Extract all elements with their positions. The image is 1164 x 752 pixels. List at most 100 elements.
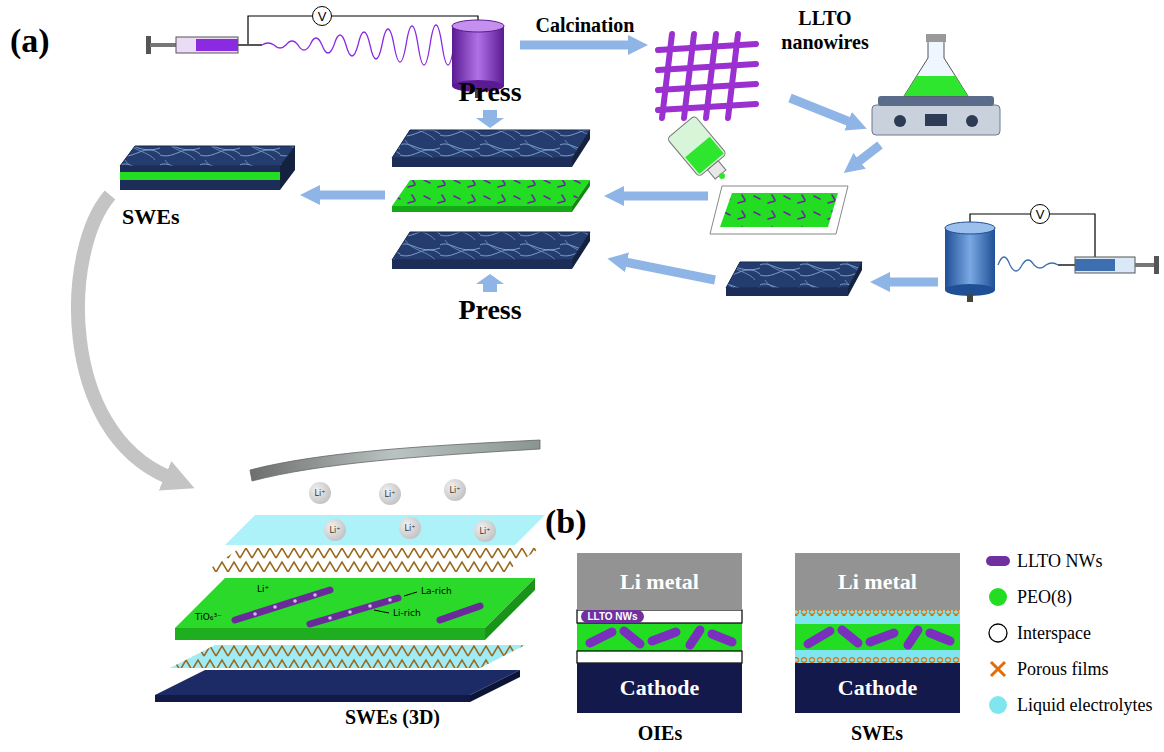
process-arrow xyxy=(520,41,630,50)
oie-panel xyxy=(577,610,742,663)
swe-panel xyxy=(808,631,830,644)
lithium-ion: Li⁺ xyxy=(444,479,466,501)
legend-row: PEO(8) xyxy=(985,579,1152,615)
legend-row: Interspace xyxy=(985,615,1152,651)
nanowire-grid xyxy=(658,64,756,70)
legend-swatch xyxy=(985,550,1011,572)
exploded-view xyxy=(250,440,540,481)
legend-text: Porous films xyxy=(1017,659,1109,680)
electrospinning-setup xyxy=(1075,257,1135,273)
nanowire-grid xyxy=(658,104,756,110)
nanowire-grid xyxy=(658,84,756,90)
region-label: Li-rich xyxy=(392,608,422,618)
node-text: Cathode xyxy=(838,675,917,701)
exploded-view xyxy=(485,578,535,640)
voltmeter-circle: V xyxy=(1030,204,1050,224)
electrospinning-setup xyxy=(150,43,176,47)
press-stack xyxy=(392,130,590,158)
legend-row: Porous films xyxy=(985,651,1152,687)
oie-panel xyxy=(577,651,742,663)
swe-stack xyxy=(120,172,280,180)
region-label: La-rich xyxy=(420,586,453,596)
lithium-ion: Li⁺ xyxy=(474,520,496,542)
node-text: Li⁺ xyxy=(405,524,416,533)
electrospinning-setup xyxy=(998,257,1058,271)
nanowire-tag: LLTO NWs xyxy=(581,610,644,623)
swe-panel xyxy=(930,633,950,641)
exploded-view xyxy=(170,645,525,668)
lithium-ion: Li⁺ xyxy=(309,482,331,504)
lithium-ion: Li⁺ xyxy=(399,517,421,539)
exploded-view xyxy=(440,606,480,620)
exploded-view xyxy=(328,616,332,620)
press-stack xyxy=(572,232,590,269)
oie-panel xyxy=(712,634,732,642)
exploded-view xyxy=(313,593,317,597)
node-text: Li⁺ xyxy=(385,490,396,499)
exploded-view xyxy=(175,578,535,628)
hot-plate xyxy=(966,115,978,127)
exploded-view xyxy=(368,604,372,608)
hot-plate xyxy=(925,114,947,126)
panel-letter: (b) xyxy=(545,503,587,541)
electrospinning-setup xyxy=(176,37,238,53)
oie-panel xyxy=(577,610,742,663)
swe-stack xyxy=(120,166,280,172)
legend-swatch xyxy=(985,658,1011,680)
electrospinning-setup xyxy=(248,16,478,44)
hot-plate xyxy=(872,105,1000,135)
casting-tray xyxy=(667,115,848,234)
oie-panel xyxy=(590,632,612,643)
press-stack xyxy=(392,158,572,167)
legend-row: LLTO NWs xyxy=(985,543,1152,579)
node-text: Li⁺ xyxy=(480,527,491,536)
process-arrow xyxy=(790,98,850,122)
electrospinning-setup xyxy=(945,222,995,234)
electrospinning-setup xyxy=(238,44,262,46)
swe-panel xyxy=(795,610,960,663)
legend-text: LLTO NWs xyxy=(1017,551,1103,572)
process-arrow xyxy=(318,191,385,200)
legend-swatch xyxy=(986,556,1010,566)
nanowire-grid xyxy=(658,44,756,50)
fiber-mat xyxy=(726,262,862,296)
exploded-view xyxy=(404,592,417,596)
figure-label: SWEs (3D) xyxy=(345,706,440,729)
swe-panel xyxy=(842,630,858,643)
fiber-mat xyxy=(726,262,862,288)
hot-plate xyxy=(872,34,1000,135)
press-stack xyxy=(572,180,590,212)
oie-panel xyxy=(590,630,732,645)
electrospinning-setup xyxy=(945,214,1159,302)
press-stack xyxy=(572,130,590,167)
hot-plate xyxy=(904,40,968,96)
node-text: V xyxy=(1036,207,1045,222)
step-label: Press xyxy=(458,294,521,326)
exploded-view xyxy=(310,598,398,624)
panel-letter: (a) xyxy=(10,22,50,60)
casting-tray xyxy=(720,193,838,227)
hot-plate xyxy=(878,96,994,106)
oie-panel xyxy=(690,630,700,645)
legend: LLTO NWsPEO(8)InterspacePorous filmsLiqu… xyxy=(985,543,1152,723)
cathode-layer: Cathode xyxy=(795,663,960,713)
exploded-view xyxy=(348,610,352,614)
press-stack xyxy=(392,260,572,269)
legend-swatch xyxy=(991,662,1005,676)
nanowire-grid xyxy=(658,34,756,118)
node-text: Cathode xyxy=(620,675,699,701)
oie-panel xyxy=(652,632,676,641)
legend-swatch xyxy=(989,588,1007,606)
swe-panel xyxy=(908,630,918,645)
electrospinning-setup xyxy=(945,228,995,290)
lithium-ion: Li⁺ xyxy=(379,483,401,505)
exploded-view xyxy=(170,645,525,668)
stack-label: SWEs xyxy=(122,204,179,230)
process-arrow xyxy=(888,278,938,287)
swe-panel xyxy=(795,610,960,616)
exploded-view xyxy=(155,670,520,695)
electrospinning-setup xyxy=(1154,256,1159,274)
cathode-layer: Cathode xyxy=(577,663,742,713)
swe-stack xyxy=(280,146,295,190)
